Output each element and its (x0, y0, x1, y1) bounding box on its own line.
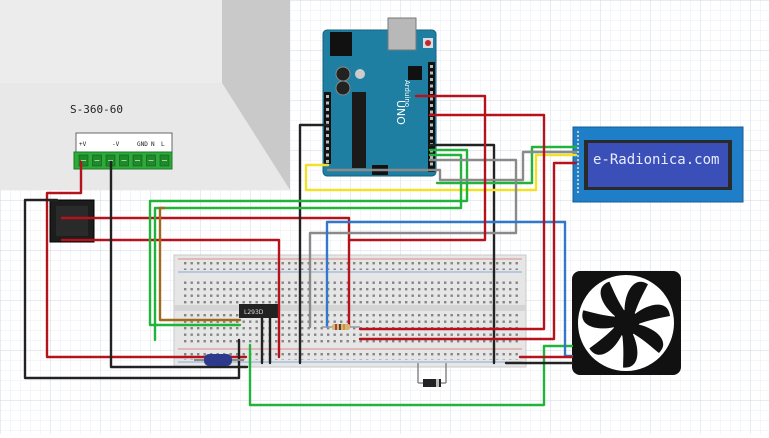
lcd-screen (588, 143, 728, 187)
lcd-text: e-Radionica.com (593, 152, 719, 168)
power-jack (330, 32, 352, 56)
fan-blade (626, 304, 670, 325)
cooling-fan (572, 271, 681, 375)
driver-chip-label: L293D (244, 309, 264, 316)
relay (49, 199, 95, 243)
wire-8 (428, 143, 496, 365)
wire-20 (358, 113, 546, 331)
atmega-chip (352, 92, 366, 168)
diode (417, 363, 447, 387)
resistor (322, 324, 360, 330)
wire-13 (248, 343, 574, 407)
terminal-label-3: N (151, 141, 155, 148)
wire-16 (326, 150, 578, 182)
wire-2 (60, 238, 281, 359)
fan-blade (626, 322, 664, 354)
wire-19 (347, 94, 487, 242)
fan-blade (600, 281, 626, 323)
psu-model-label: S-360-60 (70, 103, 123, 116)
brand-label: Arduino (403, 80, 411, 107)
wire-1 (60, 216, 351, 329)
wire-4 (23, 198, 241, 380)
wire-11 (153, 153, 463, 342)
wire-21 (358, 161, 578, 341)
fan-blades (582, 281, 670, 368)
terminal-label-1: -V (112, 141, 120, 148)
fan-blade (624, 281, 648, 323)
wire-15 (308, 158, 518, 329)
wire-7 (298, 123, 330, 365)
wires (23, 94, 578, 407)
board-label: UNO (394, 100, 407, 125)
electrolytic-capacitor (194, 354, 244, 366)
arduino-board: UNO Arduino (322, 17, 437, 177)
terminal-label-0: +V (79, 141, 87, 148)
terminal-screws (78, 154, 170, 167)
usb-port (387, 17, 417, 51)
wire-0 (45, 160, 248, 359)
terminal-label-2: GND (137, 141, 148, 148)
wire-9 (304, 153, 578, 192)
driver-chip: L293D (239, 304, 279, 318)
wire-14 (158, 206, 242, 322)
fan-blade (621, 323, 638, 368)
fan-blade (589, 323, 626, 355)
wire-10 (148, 148, 469, 327)
lcd-module: e-Radionica.com (572, 126, 744, 203)
fan-blade (582, 310, 626, 329)
wire-3 (109, 160, 249, 369)
terminal-label-strip (75, 132, 173, 153)
capacitor-icon (335, 66, 351, 82)
terminal-label-4: L (161, 141, 165, 148)
